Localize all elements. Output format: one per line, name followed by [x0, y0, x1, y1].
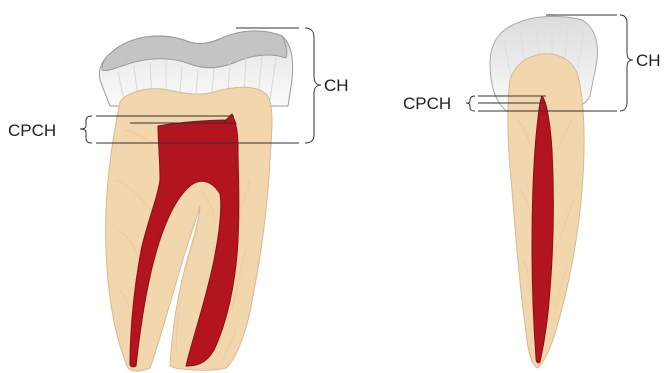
incisor-tooth: [490, 16, 597, 368]
incisor-cpch-brace: [466, 96, 475, 111]
molar-ch-brace: [305, 28, 321, 143]
incisor-ch-brace: [620, 15, 633, 111]
incisor-cpch-label: CPCH: [403, 94, 451, 113]
molar-cpch-label: CPCH: [8, 121, 56, 140]
molar-tooth: [100, 31, 293, 371]
molar-ch-label: CH: [324, 76, 349, 95]
incisor-ch-label: CH: [636, 51, 661, 70]
molar-cpch-brace: [80, 116, 92, 143]
